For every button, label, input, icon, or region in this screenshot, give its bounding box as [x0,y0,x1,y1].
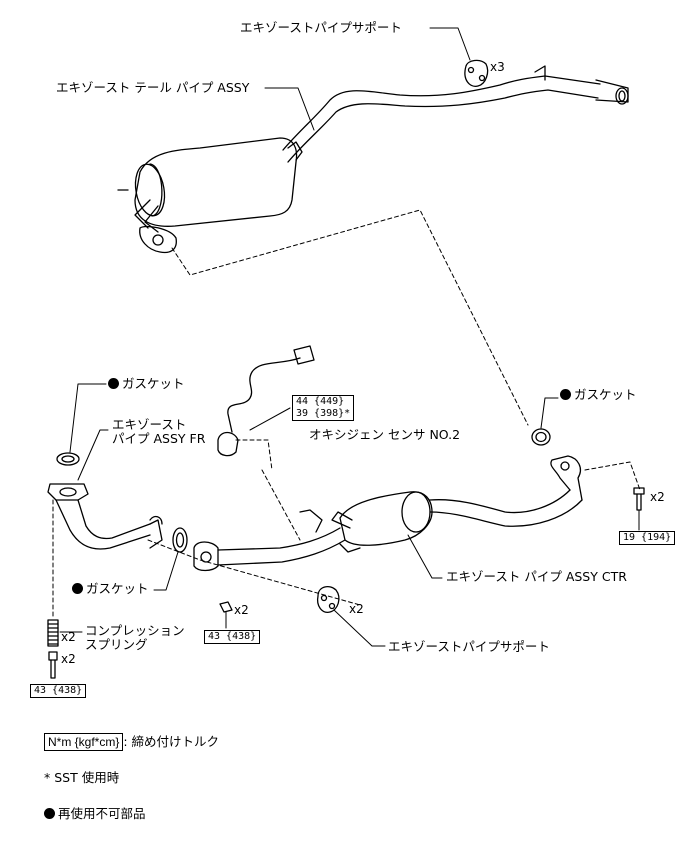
gasket-right-leader [540,397,559,429]
label-oxygen-sensor: オキシジェン センサ NO.2 [309,427,461,442]
label-tail-pipe: エキゾースト テール パイプ ASSY [56,80,250,95]
nut-mid-part [219,601,233,629]
legend-torque: N*m {kgf*cm}: 締め付けトルク [44,731,220,751]
torque-bolt-right: 19 {194} [619,531,676,545]
legend-torque-desc: : 締め付けトルク [123,734,220,749]
torque-oxygen-sensor: 44 {449} 39 {398}* [292,395,355,421]
qty-support-bottom: x2 [349,602,364,616]
exhaust-pipe-support-top-part [429,27,489,87]
tail-pipe-leader [264,87,315,131]
front-pipe-assy [47,452,361,679]
qty-nut-mid: x2 [234,603,249,617]
qty-spring: x2 [61,630,76,644]
center-pipe-leader [407,534,443,579]
qty-bolt-left: x2 [61,652,76,666]
gasket-mid-leader [153,551,179,591]
oxygen-sensor-part [217,345,315,541]
front-pipe-leader [77,429,109,481]
non-reusable-dot-icon [108,378,119,389]
gasket-left-leader [69,383,107,453]
center-pipe-assy [193,455,645,572]
gasket-mid-part [172,527,188,553]
label-gasket-mid: ガスケット [72,582,149,596]
qty-bolt-right: x2 [650,490,665,504]
label-center-pipe: エキゾースト パイプ ASSY CTR [446,569,627,584]
label-compression-spring: コンプレッション スプリング [85,623,185,652]
torque-bolt-left: 43 {438} [30,684,87,698]
legend-sst: * SST 使用時 [44,770,120,785]
label-gasket-left: ガスケット [108,377,185,391]
non-reusable-dot-icon [72,583,83,594]
exhaust-pipe-support-bottom-part [316,585,386,647]
legend-non-reusable: 再使用不可部品 [44,803,146,822]
label-front-pipe: エキゾースト パイプ ASSY FR [112,417,206,446]
tail-pipe-assy [117,65,629,426]
qty-support-top: x3 [490,60,505,74]
label-support-top: エキゾーストパイプサポート [240,20,402,35]
label-support-bottom: エキゾーストパイプサポート [388,639,550,654]
non-reusable-dot-icon [560,389,571,400]
gasket-right-part [531,428,551,446]
non-reusable-dot-icon [44,808,55,819]
legend-torque-unit: N*m {kgf*cm} [44,733,124,751]
label-gasket-right: ガスケット [560,388,637,402]
torque-nut-mid: 43 {438} [204,630,261,644]
